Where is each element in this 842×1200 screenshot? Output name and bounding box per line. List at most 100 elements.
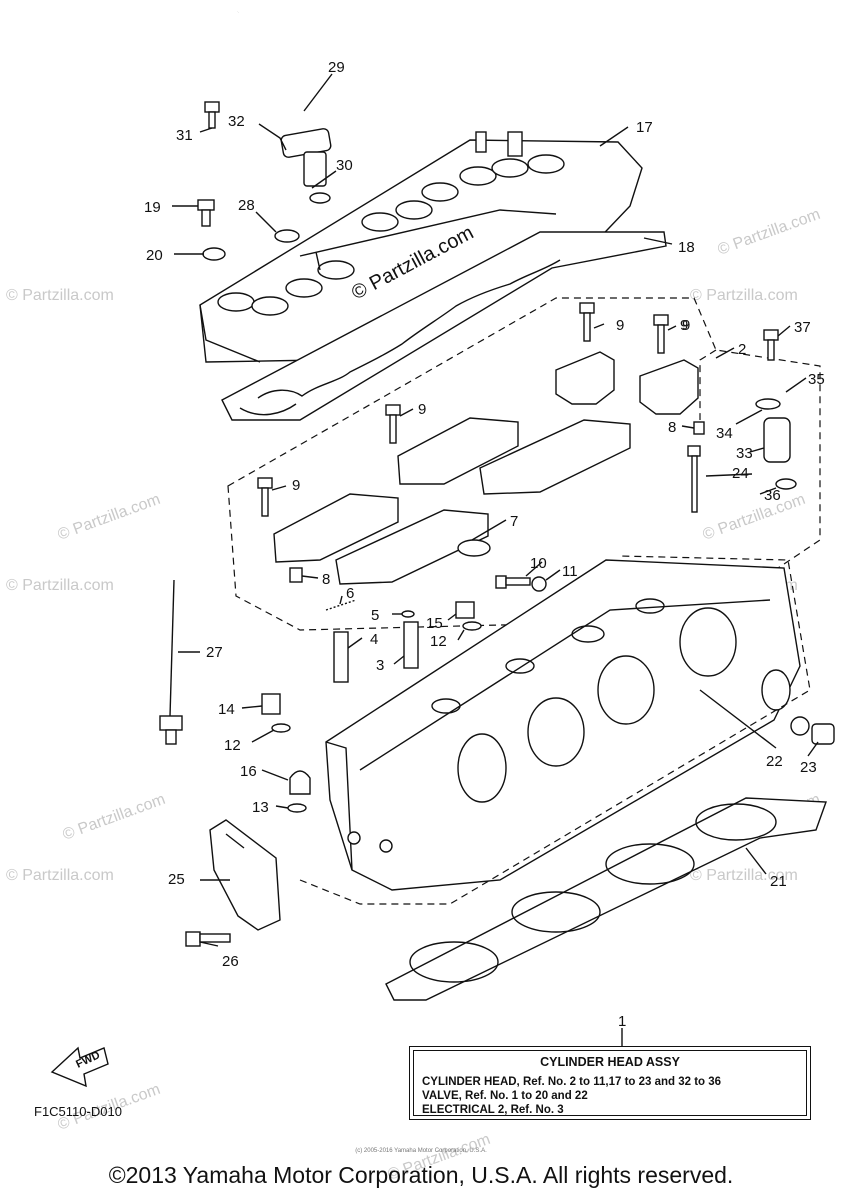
callout-number: 9 (682, 317, 690, 334)
callout-number: 21 (770, 873, 787, 890)
callout-number: 24 (732, 465, 749, 482)
legend-row: ELECTRICAL 2, Ref. No. 3 (422, 1104, 564, 1116)
callout-number: 32 (228, 113, 245, 130)
head-gasket (385, 797, 827, 1001)
bolt-9 (653, 314, 669, 354)
level-gauge (159, 579, 183, 745)
watermark-faint: © Partzilla.com (6, 577, 114, 594)
callout-number: 35 (808, 371, 825, 388)
callout-number: 14 (218, 701, 235, 718)
callout-number: 9 (418, 401, 426, 418)
washer-13 (287, 803, 307, 813)
callout-number: 17 (636, 119, 653, 136)
bolt-9 (257, 477, 273, 517)
head-enclosure (299, 555, 811, 905)
nut-14 (261, 693, 281, 715)
watermark-faint: © Partzilla.com (701, 491, 808, 544)
bolt-31 (204, 101, 220, 129)
bolts (185, 101, 779, 947)
callout-number: 5 (371, 607, 379, 624)
watermark-faint: © Partzilla.com (716, 206, 823, 259)
washer-12 (271, 723, 291, 733)
callout-number: 36 (764, 487, 781, 504)
callout-number: 8 (668, 419, 676, 436)
watermark-faint: © Partzilla.com (6, 287, 114, 304)
callout-number: 23 (800, 759, 817, 776)
callout-number: 29 (328, 59, 345, 76)
callout-number: 7 (510, 513, 518, 530)
callout-number: 37 (794, 319, 811, 336)
leader-lines (172, 73, 819, 1046)
seal-7 (457, 539, 491, 557)
callout-number: 34 (716, 425, 733, 442)
callout-number: 15 (426, 615, 443, 632)
callout-number: 9 (680, 317, 688, 334)
watermark-faint: © Partzilla.com (6, 867, 114, 884)
dowel-8 (693, 421, 705, 435)
callout-number: 13 (252, 799, 269, 816)
callout-number: 22 (766, 753, 783, 770)
o-ring-30 (309, 192, 331, 204)
sleeve-3 (403, 621, 419, 669)
callout-number: 12 (430, 633, 447, 650)
watermark-faint: © Partzilla.com (61, 791, 168, 844)
washer-11 (531, 576, 547, 592)
nut-15 (455, 601, 475, 619)
clip-5 (401, 610, 415, 618)
bolt-9 (385, 404, 401, 444)
callout-number: 6 (346, 585, 354, 602)
callout-number: 33 (736, 445, 753, 462)
grommet-20 (202, 247, 226, 261)
head-cover-gasket (221, 231, 667, 421)
legend-row: CYLINDER HEAD, Ref. No. 2 to 11,17 to 23… (422, 1076, 722, 1088)
camshaft-caps (273, 351, 699, 585)
callout-number: 8 (322, 571, 330, 588)
cap-nut-16 (289, 770, 311, 795)
dowel-8 (289, 567, 303, 583)
watermark-faint: © Partzilla.com (690, 867, 798, 884)
callout-number: 31 (176, 127, 193, 144)
callout-number: 25 (168, 871, 185, 888)
callout-numbers: 1 2 3 4 5 6 7 8 8 9 9 9 9 9 10 11 12 12 … (144, 59, 825, 1030)
bolt-19 (197, 199, 215, 227)
bolt-9 (579, 302, 595, 342)
legend-inner: CYLINDER HEAD ASSY CYLINDER HEAD, Ref. N… (413, 1050, 807, 1116)
callout-number: 2 (738, 341, 746, 358)
copyright-notice: ©2013 Yamaha Motor Corporation, U.S.A. A… (108, 1162, 734, 1188)
watermark-faint: © Partzilla.com (690, 287, 798, 304)
callout-number: 3 (376, 657, 384, 674)
cylinder-head-cover (199, 131, 643, 363)
tiny-credit: (c) 2005-2016 Yamaha Motor Corporation, … (355, 1148, 487, 1154)
washer-34 (755, 398, 781, 410)
callout-number: 28 (238, 197, 255, 214)
stud-24 (687, 445, 701, 513)
plug-23 (811, 723, 835, 745)
callout-number: 10 (530, 555, 547, 572)
callout-number: 11 (562, 563, 578, 580)
legend-box: CYLINDER HEAD ASSY CYLINDER HEAD, Ref. N… (409, 1046, 811, 1120)
cylinder-head (325, 559, 801, 891)
legend-title: CYLINDER HEAD ASSY (540, 1055, 680, 1069)
callout-number: 19 (144, 199, 161, 216)
forward-arrow-icon: FWD (50, 1046, 109, 1088)
callout-number: 4 (370, 631, 378, 648)
tube-33 (763, 417, 791, 463)
bolt-10 (495, 575, 531, 589)
callout-number: 9 (616, 317, 624, 334)
callout-number: 27 (206, 644, 223, 661)
pin-6 (325, 599, 357, 611)
diagram-code: F1C5110-D010 (34, 1104, 122, 1119)
camshaft-cap-enclosure (227, 297, 821, 631)
bolt-37 (763, 329, 779, 361)
callout-number: 12 (224, 737, 241, 754)
watermark-faint: © Partzilla.com (56, 491, 163, 544)
plug-28 (274, 229, 300, 243)
guide-4 (333, 631, 349, 683)
callout-number: 30 (336, 157, 353, 174)
small-parts (202, 192, 835, 813)
callout-number: 1 (618, 1013, 626, 1030)
callout-number: 16 (240, 763, 257, 780)
washer-12 (462, 621, 482, 631)
breather-hose (190, 7, 332, 187)
